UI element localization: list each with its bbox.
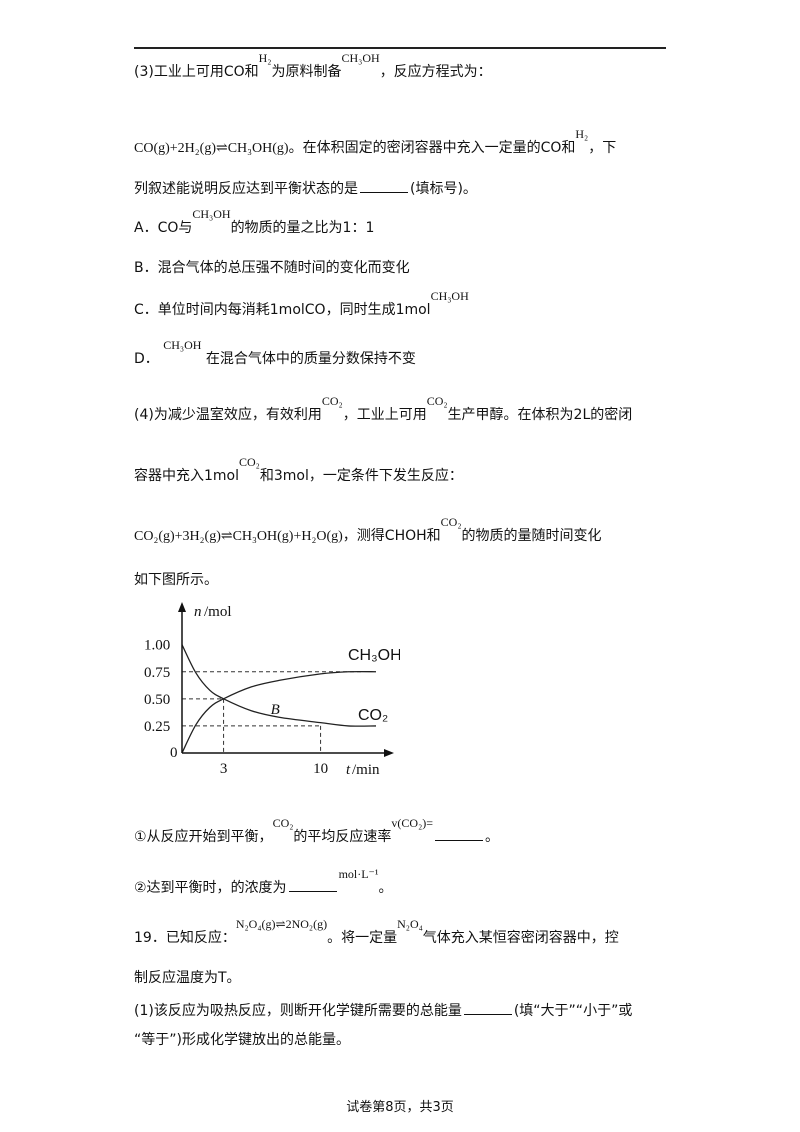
- header-rule: [134, 47, 666, 49]
- subq-2-text: ②达到平衡时，: [134, 880, 231, 896]
- q4-line-3: CO₂(g)+3H₂(g)⇌CH₃OH(g)+H₂O(g)，测得CHOH和CO₂…: [134, 515, 602, 547]
- subq-2-end: 。: [378, 880, 393, 896]
- chart-axes: [178, 602, 394, 757]
- option-c: C．单位时间内每消耗1molCO，同时生成1molCH₃OH: [134, 289, 469, 320]
- point-b-label: B: [271, 702, 280, 718]
- subq-2-text-b: 的浓度为: [230, 880, 287, 896]
- option-d-label: D．: [134, 351, 159, 367]
- option-c-text: C．单位时间内每消耗1molCO，同时生成1mol: [134, 302, 431, 318]
- option-a: A．CO与CH₃OH的物质的量之比为1：1: [134, 207, 375, 238]
- co2-formula: CO₂: [321, 394, 343, 408]
- h2-formula: H₂: [258, 51, 272, 65]
- q19-text: 制反应温度为T。: [134, 970, 241, 986]
- q19-line-4: “等于”)形成化学键放出的总能量。: [134, 1030, 350, 1050]
- series-line-ch3oh: [181, 670, 377, 754]
- q19-text-b: (填“大于”“小于”或: [513, 1003, 633, 1019]
- subq-1-end: 。: [485, 829, 500, 845]
- y-axis-label: n: [194, 604, 202, 620]
- q19-equation: N₂O₄(g)⇌2NO₂(g): [235, 917, 328, 931]
- q19-line-3: (1)该反应为吸热反应，则断开化学键所需要的总能量 (填“大于”“小于”或: [134, 1000, 632, 1021]
- series-curves: [181, 644, 377, 754]
- q4-text: ，测得CHOH和: [342, 528, 441, 544]
- option-d-text: 在混合气体中的质量分数保持不变: [205, 351, 416, 367]
- option-b: B．混合气体的总压强不随时间的变化而变化: [134, 258, 410, 278]
- guide-lines: [182, 671, 363, 753]
- q4-text-c: 的物质的量随时间变化: [461, 528, 602, 544]
- x-axis-unit: /min: [352, 762, 380, 778]
- q3-question: 列叙述能说明反应达到平衡状态的是: [134, 181, 358, 197]
- q4-text-c: 生产甲醇。在体积为2L的密闭: [447, 407, 633, 423]
- option-a-text-b: 的物质的量之比为1：1: [230, 220, 375, 236]
- q4-text: 容器中充入1mol: [134, 468, 239, 484]
- rate-expression: v(CO₂)=: [391, 816, 434, 830]
- q4-line-1: (4)为减少温室效应，有效利用CO₂，工业上可用CO₂生产甲醇。在体积为2L的密…: [134, 394, 633, 425]
- chart-labels: CH₃OH CO₂ 1.00 0.75 0.50 0.250 3 10 n/mol t/min B: [144, 604, 400, 778]
- y-tick-label: 0.50: [144, 692, 170, 708]
- answer-blank[interactable]: [435, 826, 484, 841]
- q3-line-3: 列叙述能说明反应达到平衡状态的是 (填标号)。: [134, 178, 477, 199]
- series-label: CO₂: [358, 707, 388, 724]
- q19-text: 19．已知反应：: [134, 930, 236, 946]
- q19-line-2: 制反应温度为T。: [134, 968, 241, 988]
- q4-text-b: ，工业上可用: [342, 407, 427, 423]
- series-label: CH₃OH: [348, 647, 400, 664]
- answer-blank[interactable]: [360, 178, 408, 193]
- q3-equation: CO(g)+2H₂(g)⇌CH₃OH(g): [134, 141, 289, 156]
- subq-1-text: ①从反应开始到平衡，: [134, 829, 273, 845]
- origin-label: 0: [170, 745, 178, 761]
- q3-intro-b: 为原料制备: [271, 64, 342, 80]
- h2-formula: H₂: [575, 127, 589, 141]
- y-axis-arrow: [178, 602, 186, 612]
- x-axis-arrow: [384, 749, 394, 757]
- ch3oh-formula: CH₃OH: [163, 338, 202, 352]
- subq-1-text-b: 的平均反应速率: [293, 829, 392, 845]
- q4-line-2: 容器中充入1molCO₂和3mol，一定条件下发生反应：: [134, 455, 463, 486]
- q3-line-2: CO(g)+2H₂(g)⇌CH₃OH(g)。在体积固定的密闭容器中充入一定量的C…: [134, 127, 617, 159]
- co2-formula: CO₂: [239, 455, 260, 469]
- y-tick-label: 0.75: [144, 665, 170, 681]
- option-b-text: B．混合气体的总压强不随时间的变化而变化: [134, 260, 410, 276]
- answer-blank[interactable]: [288, 877, 337, 892]
- q3-condition-b: ，下: [588, 140, 617, 156]
- q4-line-4: 如下图所示。: [134, 570, 218, 590]
- q19-text-c: 气体充入某恒容密闭容器中，控: [422, 930, 619, 946]
- q4-text-b: 和3mol: [259, 468, 309, 484]
- n2o4-formula: N₂O₄: [397, 917, 423, 931]
- q3-intro: (3)工业上可用CO和: [134, 64, 259, 80]
- y-tick-label: 1.00: [144, 638, 170, 654]
- q4-text: 如下图所示。: [134, 572, 218, 588]
- mol-time-chart: CH₃OH CO₂ 1.00 0.75 0.50 0.250 3 10 n/mol t/min B: [144, 602, 400, 778]
- x-axis-label: t: [346, 762, 351, 778]
- q3-condition: 。在体积固定的密闭容器中充入一定量的CO和: [288, 140, 576, 156]
- page-footer: 试卷第8页，共3页: [346, 1100, 454, 1115]
- q19-text: (1)该反应为吸热反应，则断开化学键所需要的总能量: [134, 1003, 462, 1019]
- ch3oh-formula: CH₃OH: [430, 289, 469, 303]
- subq-2: ②达到平衡时，的浓度为 mol·L⁻¹。: [134, 867, 393, 898]
- ch3oh-formula: CH₃OH: [341, 51, 380, 65]
- q4-text: (4)为减少温室效应，有效利用: [134, 407, 322, 423]
- option-a-text: A．CO与: [134, 220, 193, 236]
- q19-line-1: 19．已知反应：N₂O₄(g)⇌2NO₂(g)。将一定量N₂O₄气体充入某恒容密…: [134, 917, 619, 948]
- x-tick-label: 10: [313, 761, 328, 777]
- series-line-co2: [181, 644, 377, 727]
- subq-1: ①从反应开始到平衡，CO₂的平均反应速率v(CO₂)= 。: [134, 816, 500, 847]
- co2-formula: CO₂: [272, 816, 294, 830]
- q19-text-b: 。将一定量: [327, 930, 398, 946]
- q19-text: “等于”)形成化学键放出的总能量。: [134, 1032, 350, 1048]
- x-tick-label: 3: [220, 761, 228, 777]
- answer-blank[interactable]: [463, 1000, 512, 1015]
- unit-label: mol·L⁻¹: [338, 867, 379, 881]
- co2-formula: CO₂: [426, 394, 448, 408]
- co2-formula: CO₂: [440, 515, 462, 529]
- y-axis-unit: /mol: [204, 604, 232, 620]
- ch3oh-formula: CH₃OH: [192, 207, 231, 221]
- q4-equation: CO₂(g)+3H₂(g)⇌CH₃OH(g)+H₂O(g): [134, 529, 343, 544]
- q3-line-1: (3)工业上可用CO和H₂为原料制备CH₃OH，反应方程式为：: [134, 51, 492, 82]
- q4-text-c: ，一定条件下发生反应：: [308, 468, 463, 484]
- q3-intro-c: ，反应方程式为：: [379, 64, 492, 80]
- q3-question-b: (填标号)。: [410, 181, 477, 197]
- y-tick-label: 0.25: [144, 719, 170, 735]
- option-d: D． CH₃OH 在混合气体中的质量分数保持不变: [134, 338, 416, 369]
